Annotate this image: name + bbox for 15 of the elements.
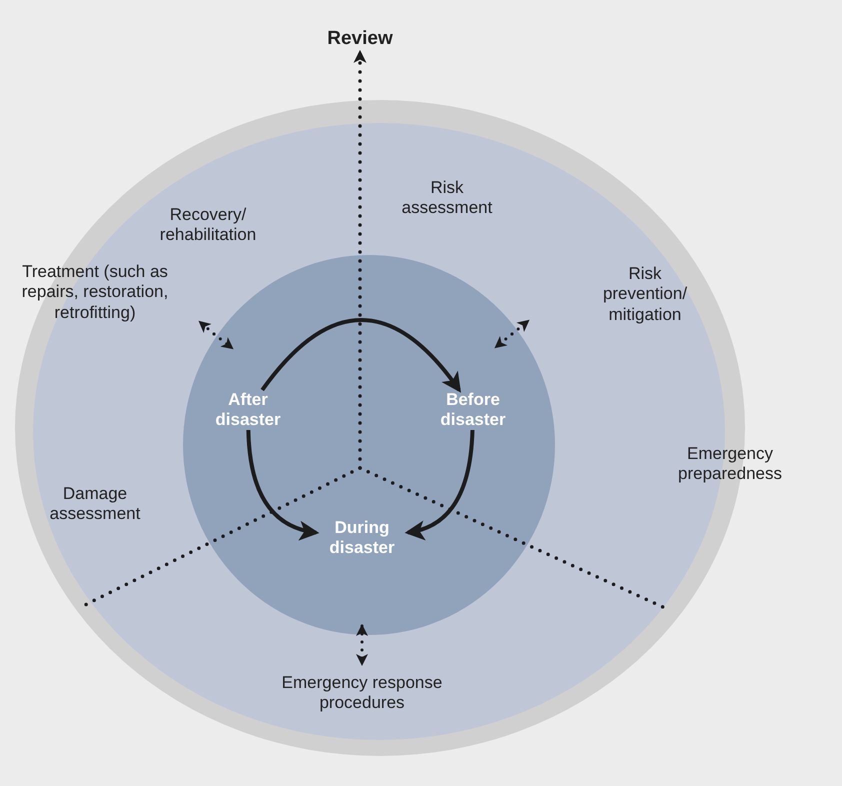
arrow [260,318,462,393]
phase-label: Emergency preparedness [677,444,783,485]
stage-label: Before disaster [428,390,518,430]
arrow [354,50,366,470]
phase-label: Damage assessment [48,484,142,525]
stage-label: After disaster [203,390,293,430]
phase-label: Risk prevention/ mitigation [602,264,688,326]
phase-label: Treatment (such as repairs, restoration, retrofitting) [20,262,170,324]
phase-label: Risk assessment [400,178,494,219]
phase-label: Emergency response procedures [280,673,444,714]
phase-label: Recovery/ rehabilitation [158,205,258,246]
arrow [246,430,320,540]
arrow [404,430,474,540]
stage-label: Review [315,26,405,52]
stage-label: During disaster [316,518,408,558]
